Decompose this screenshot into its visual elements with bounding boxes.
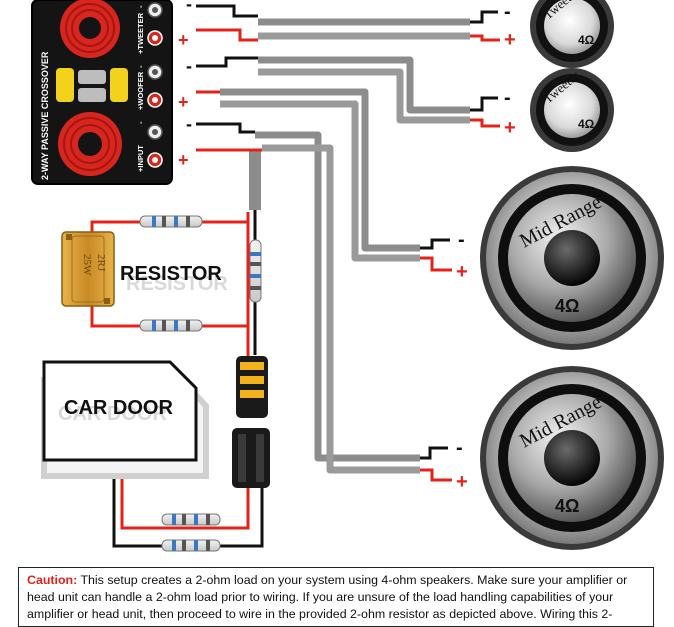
resistor-label-shadow: RESISTOR <box>126 273 228 295</box>
inline-resistor-top <box>139 215 203 228</box>
inline-resistor-bottom <box>139 319 203 332</box>
tweeter-top: Tweeter 4Ω <box>530 0 614 68</box>
crossover-board: 2-WAY PASSIVE CROSSOVER - +TWEETER - +WO… <box>31 0 173 185</box>
resistor-label: RESISTOR <box>120 263 222 285</box>
input-neg-label: - <box>136 121 145 124</box>
power-resistor-marking-top: 25W <box>81 254 93 276</box>
crossover-terminal-labels: - +TWEETER - +WOOFER - +INPUT <box>136 5 145 172</box>
midrange-top: Mid Range 4Ω <box>480 166 664 350</box>
caution-note: Caution: This setup creates a 2-ohm load… <box>18 567 654 627</box>
inductor-coil-bottom <box>58 112 122 176</box>
crossover-title: 2-WAY PASSIVE CROSSOVER <box>40 51 50 180</box>
caution-label: Caution: <box>27 573 78 587</box>
wire-connector <box>232 356 270 488</box>
crossover-terminal-posts <box>147 2 163 168</box>
wf-pos-mark: + <box>178 92 189 112</box>
tw2-neg-mark: - <box>504 87 511 109</box>
mr2-pos-mark: + <box>456 471 468 493</box>
tw1-neg-mark: - <box>504 1 511 23</box>
caution-text: This setup creates a 2-ohm load on your … <box>27 573 628 621</box>
tw-neg-mark: - <box>186 0 192 14</box>
car-door-label: CAR DOOR <box>64 397 173 419</box>
car-door: CAR DOOR CAR DOOR <box>41 360 209 479</box>
in-pos-mark: + <box>178 150 189 170</box>
speaker-terminal-wires <box>420 10 500 482</box>
woofer-neg-label: - <box>136 65 145 68</box>
tw1-pos-mark: + <box>504 29 516 51</box>
inline-resistor-door-top <box>161 513 221 526</box>
woofer-pos-label: +WOOFER <box>136 71 145 110</box>
speaker-polarity-marks: - + - + - + - + <box>456 1 516 493</box>
tw-pos-mark: + <box>178 30 189 50</box>
power-resistor-marking-bottom: 2RJ <box>95 254 107 272</box>
midrange-top-impedance: 4Ω <box>555 296 579 316</box>
tweeter-top-impedance: 4Ω <box>578 33 595 47</box>
tweeter-bottom: Tweeter 4Ω <box>530 68 614 152</box>
tweeter-bottom-impedance: 4Ω <box>578 117 595 131</box>
wiring-diagram: 2-WAY PASSIVE CROSSOVER - +TWEETER - +WO… <box>31 0 664 552</box>
tw2-pos-mark: + <box>504 117 516 139</box>
wf-neg-mark: - <box>186 56 192 76</box>
midrange-bottom: Mid Range 4Ω <box>480 366 664 550</box>
crossover-lead-wires <box>196 4 262 152</box>
tweeter-pos-label: +TWEETER <box>136 12 145 54</box>
inductor-coil-top <box>60 0 120 58</box>
speaker-cables <box>220 18 470 474</box>
inline-resistor-door-bottom <box>161 539 221 552</box>
in-neg-mark: - <box>186 114 192 134</box>
input-pos-label: +INPUT <box>136 145 145 172</box>
midrange-bottom-impedance: 4Ω <box>555 496 579 516</box>
tweeter-neg-label: - <box>136 5 145 8</box>
power-resistor: 25W 2RJ <box>61 231 115 307</box>
mr2-neg-mark: - <box>456 437 463 459</box>
inline-resistor-vertical <box>249 239 262 303</box>
capacitors <box>56 68 128 102</box>
mr1-pos-mark: + <box>456 261 468 283</box>
car-door-label-shadow: CAR DOOR <box>58 403 167 425</box>
crossover-polarity-marks: - + - + - + <box>178 0 192 170</box>
mr1-neg-mark: - <box>458 229 465 251</box>
